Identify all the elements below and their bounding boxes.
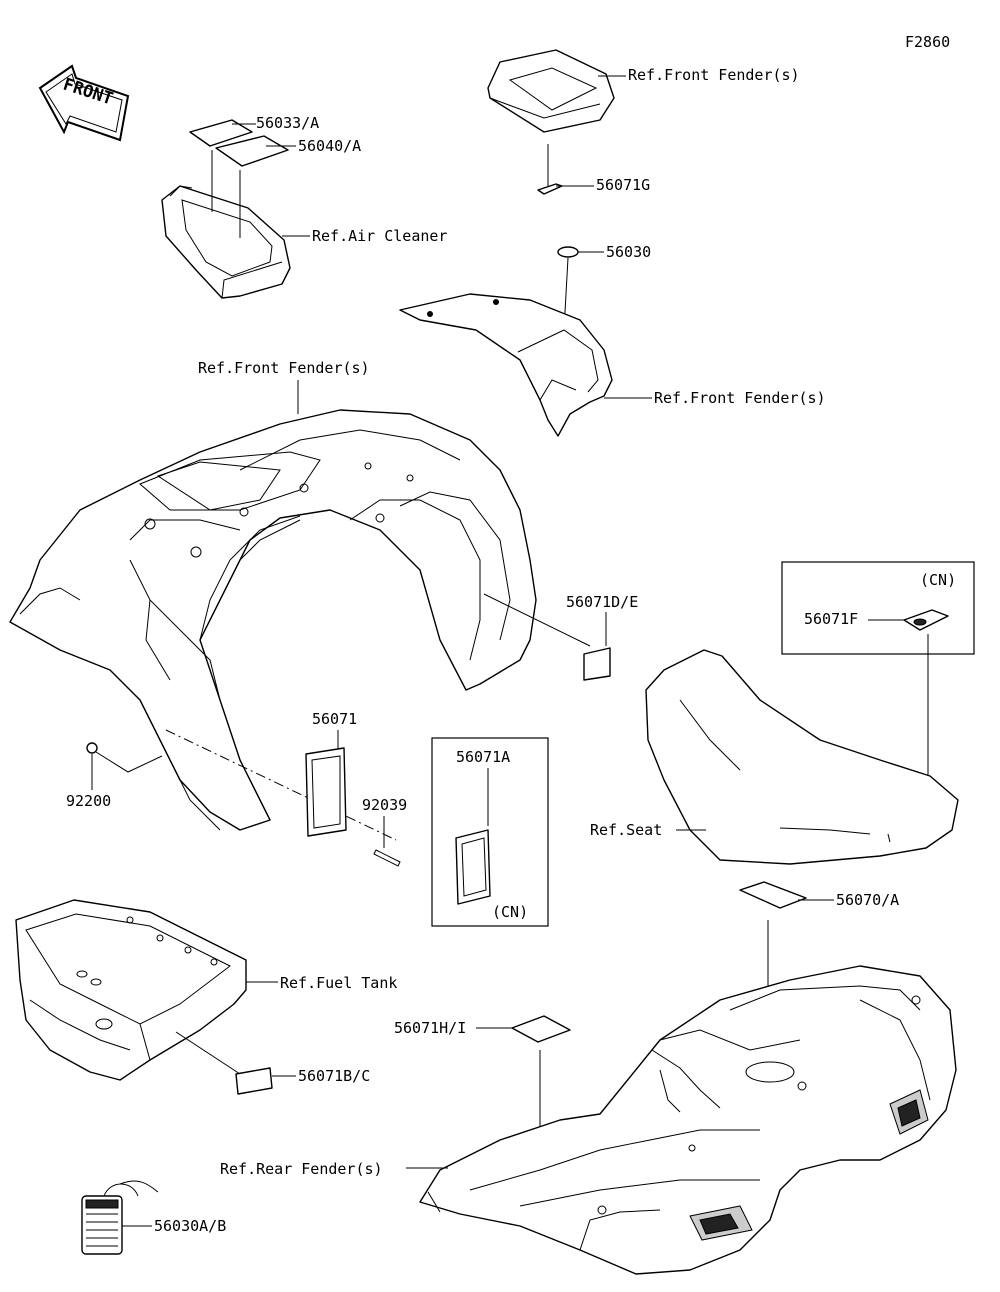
decal-56071a xyxy=(455,829,491,905)
decal-56071 xyxy=(305,747,347,837)
label-56071bc: 56071B/C xyxy=(298,1067,370,1085)
tie-92039 xyxy=(373,849,401,867)
label-cn-lower: (CN) xyxy=(492,903,528,921)
label-56071: 56071 xyxy=(312,710,357,728)
label-ref-seat: Ref.Seat xyxy=(590,821,662,839)
label-ref-air-cleaner: Ref.Air Cleaner xyxy=(312,227,447,245)
figure-id: F2860 xyxy=(905,33,950,51)
label-ref-fuel-tank: Ref.Fuel Tank xyxy=(280,974,397,992)
decal-56070a xyxy=(739,881,807,909)
label-56033a: 56033/A xyxy=(256,114,319,132)
label-56071f: 56071F xyxy=(804,610,858,628)
label-56070a: 56070/A xyxy=(836,891,899,909)
front-fender-main xyxy=(9,409,537,841)
label-56030: 56030 xyxy=(606,243,651,261)
label-ref-front-fender-main: Ref.Front Fender(s) xyxy=(198,359,370,377)
box-56071a-cn xyxy=(431,737,549,927)
label-92039: 92039 xyxy=(362,796,407,814)
tag-56030ab xyxy=(81,1180,159,1255)
rear-fender xyxy=(419,965,957,1275)
label-cn-upper: (CN) xyxy=(920,571,956,589)
label-56071g: 56071G xyxy=(596,176,650,194)
front-fender-top-cover xyxy=(487,49,615,133)
label-56040a: 56040/A xyxy=(298,137,361,155)
label-56071a: 56071A xyxy=(456,748,510,766)
decal-56071de xyxy=(583,647,611,681)
label-56071de: 56071D/E xyxy=(566,593,638,611)
label-ref-rear-fender: Ref.Rear Fender(s) xyxy=(220,1160,383,1178)
seat xyxy=(645,649,959,865)
decal-56071hi xyxy=(511,1015,571,1043)
label-92200: 92200 xyxy=(66,792,111,810)
label-56030ab: 56030A/B xyxy=(154,1217,226,1235)
box-56071f-cn xyxy=(781,561,975,655)
clip-92200 xyxy=(86,742,98,754)
label-ref-front-fender-top: Ref.Front Fender(s) xyxy=(628,66,800,84)
front-arrow-icon: FRONT xyxy=(38,64,130,142)
grommet-56030 xyxy=(557,246,579,258)
air-cleaner-cover xyxy=(161,119,291,299)
front-fender-inner-cover xyxy=(399,293,613,437)
fuel-tank xyxy=(15,899,247,1081)
decal-56071bc xyxy=(235,1067,273,1095)
decal-56071f xyxy=(903,609,949,631)
label-56071hi: 56071H/I xyxy=(394,1019,466,1037)
label-ref-front-fender-mid: Ref.Front Fender(s) xyxy=(654,389,826,407)
